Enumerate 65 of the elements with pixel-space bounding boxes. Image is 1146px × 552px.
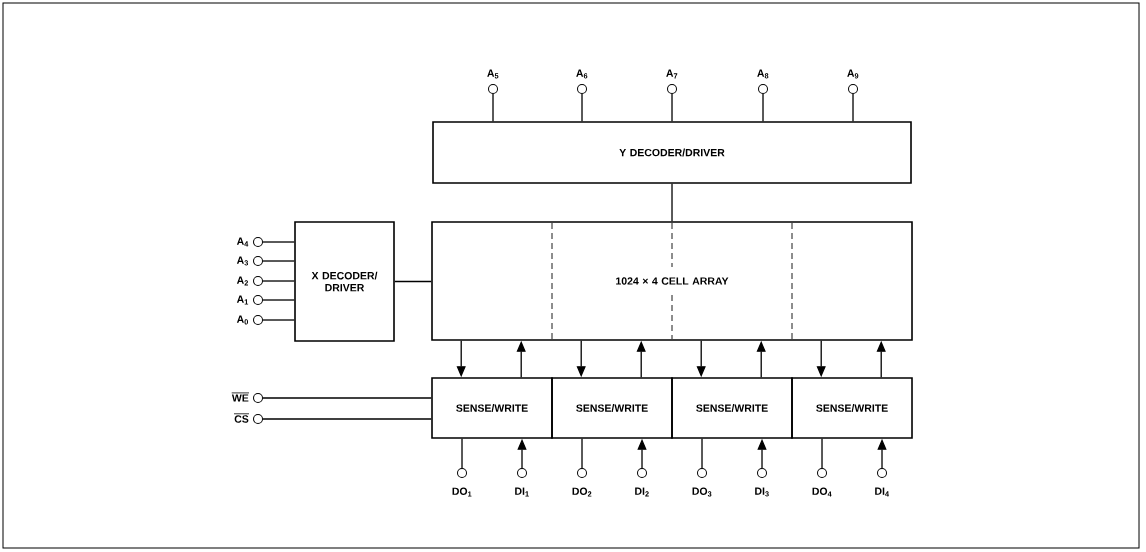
connector-line	[701, 438, 703, 469]
connector-line	[262, 319, 295, 321]
node-label: DO$_{1}$	[452, 487, 472, 497]
pin-terminal: A$_{1}$	[236, 295, 263, 305]
connector-line	[581, 93, 583, 122]
pin-terminal: A$_{0}$	[236, 315, 263, 325]
pin-terminal: A$_{4}$	[236, 237, 263, 247]
pin-terminal: DI$_{1}$	[515, 468, 529, 497]
pin-terminal: WE	[231, 392, 263, 403]
connector-line	[671, 183, 673, 222]
pin-terminal: CS	[233, 413, 263, 424]
node-label: A$_{4}$	[236, 237, 249, 247]
connector-line	[262, 397, 432, 399]
pin-terminal: DO$_{4}$	[812, 468, 832, 497]
connector-line	[492, 93, 494, 122]
node-label: A$_{5}$	[487, 69, 499, 79]
pin-terminal: A$_{6}$	[576, 69, 588, 94]
sense-write-box: SENSE/WRITE	[671, 377, 793, 439]
node-label: DI$_{1}$	[515, 487, 529, 497]
pin-terminal: A$_{5}$	[487, 69, 499, 94]
decoder-box: X DECODER/ DRIVER	[294, 221, 395, 342]
sense-write-box: SENSE/WRITE	[431, 377, 553, 439]
node-label: WE	[231, 394, 249, 402]
node-label: DI$_{4}$	[875, 487, 890, 497]
connector-line	[461, 438, 463, 469]
pin-terminal: DO$_{1}$	[452, 468, 472, 497]
connector-line	[394, 280, 432, 283]
node-label: A$_{2}$	[236, 276, 249, 286]
pin-terminal: DI$_{3}$	[755, 468, 769, 497]
cell-array-box: 1024 × 4 CELL ARRAY	[431, 221, 913, 341]
pin-terminal: A$_{9}$	[847, 69, 859, 94]
node-label: DO$_{4}$	[812, 487, 832, 497]
connector-line	[262, 280, 295, 282]
node-label: A$_{9}$	[847, 69, 859, 79]
pin-terminal: A$_{7}$	[666, 69, 678, 94]
connector-line	[671, 93, 673, 122]
node-label: DI$_{2}$	[635, 487, 649, 497]
pin-terminal: DO$_{3}$	[692, 468, 712, 497]
sense-write-box: SENSE/WRITE	[791, 377, 913, 439]
connector-line	[852, 93, 854, 122]
connector-line	[262, 260, 295, 262]
node-label: CS	[234, 415, 249, 423]
pin-terminal: A$_{8}$	[757, 69, 769, 94]
connector-line	[762, 93, 764, 122]
connector-line	[262, 299, 295, 301]
node-label: DO$_{2}$	[572, 487, 592, 497]
decoder-box: Y DECODER/DRIVER	[432, 121, 912, 184]
pin-terminal: DI$_{2}$	[635, 468, 649, 497]
pin-terminal: A$_{2}$	[236, 276, 263, 286]
node-label: DO$_{3}$	[692, 487, 712, 497]
sense-write-box: SENSE/WRITE	[551, 377, 673, 439]
pin-terminal: DI$_{4}$	[875, 468, 889, 497]
node-label: DI$_{3}$	[755, 487, 769, 497]
node-label: A$_{3}$	[236, 256, 249, 266]
pin-terminal: A$_{3}$	[236, 256, 263, 266]
pin-terminal: DO$_{2}$	[572, 468, 592, 497]
connector-line	[581, 438, 583, 469]
node-label: A$_{6}$	[576, 69, 588, 79]
node-label: A$_{0}$	[236, 315, 249, 325]
connector-line	[262, 418, 432, 420]
node-label: A$_{7}$	[666, 69, 678, 79]
connector-line	[821, 438, 823, 469]
connector-line	[262, 241, 295, 243]
node-label: A$_{1}$	[236, 295, 249, 305]
node-label: A$_{8}$	[757, 69, 769, 79]
